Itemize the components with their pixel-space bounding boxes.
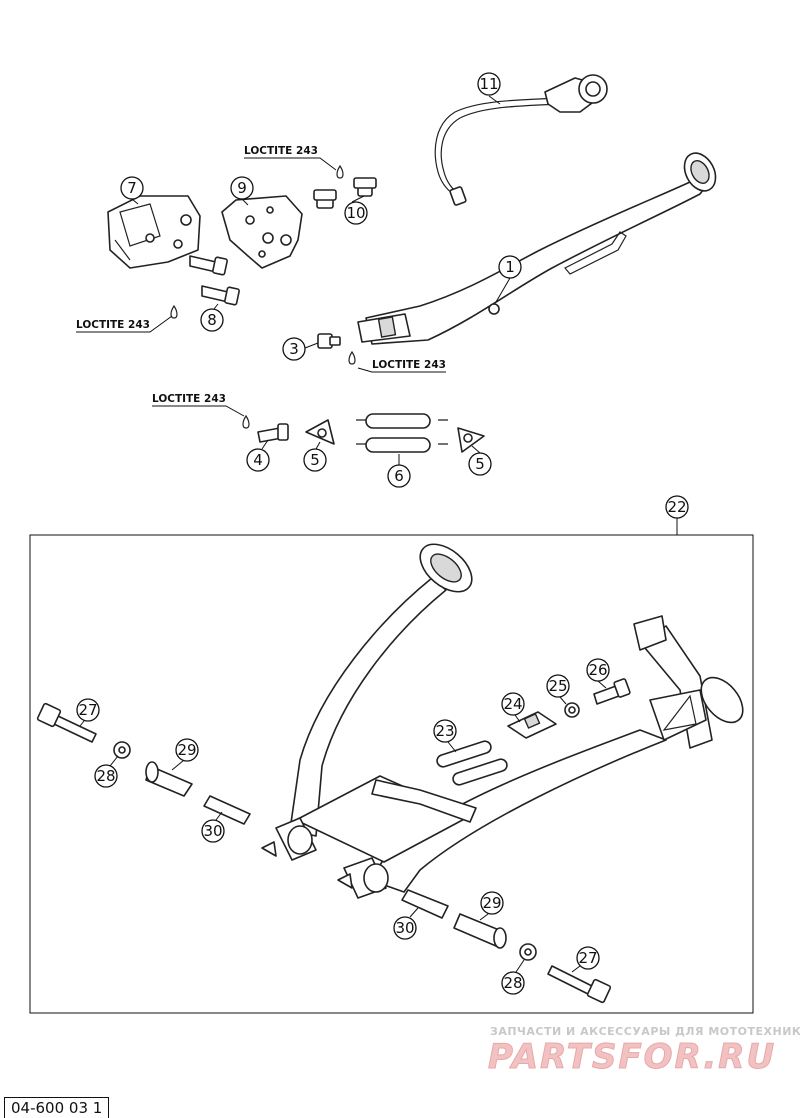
callout-28-right: 28: [501, 959, 525, 995]
svg-text:29: 29: [177, 741, 196, 759]
callout-10: 10: [344, 195, 368, 225]
callout-9: 9: [230, 176, 254, 206]
svg-text:30: 30: [203, 822, 222, 840]
callout-24: 24: [501, 692, 525, 723]
callout-22: 22: [665, 495, 689, 519]
part-3-bolt: [317, 333, 341, 349]
callout-8: 8: [200, 303, 224, 332]
callout-5-right: 5: [468, 445, 492, 476]
loctite-label-8: LOCTITE 243: [76, 319, 150, 331]
part-7-bracket: [107, 195, 201, 269]
loctite-label-4: LOCTITE 243: [152, 393, 226, 405]
part-28-washer-right: [519, 943, 537, 961]
callout-7: 7: [120, 176, 144, 205]
part-27-bolt-left: [36, 702, 97, 743]
callout-29-left: 29: [171, 738, 199, 771]
watermark-brand: PARTSFOR.RU: [488, 1037, 776, 1077]
svg-text:23: 23: [435, 722, 454, 740]
callout-29-right: 29: [479, 891, 504, 921]
svg-text:28: 28: [503, 974, 522, 992]
callout-3: 3: [282, 337, 319, 361]
svg-text:5: 5: [310, 451, 320, 469]
svg-text:25: 25: [548, 677, 567, 695]
svg-text:1: 1: [505, 258, 515, 276]
part-11-sidestand-switch-cable: [434, 74, 608, 206]
svg-text:30: 30: [395, 919, 414, 937]
part-27-bolt-right: [547, 965, 612, 1004]
part-24-clip: [507, 711, 557, 739]
svg-text:4: 4: [253, 451, 263, 469]
part-29-bushing-left: [145, 761, 193, 797]
callout-26: 26: [586, 658, 610, 689]
callout-27-right: 27: [571, 946, 600, 973]
part-29-bushing-right: [453, 913, 507, 949]
part-30-sleeve-left: [203, 795, 251, 825]
watermark-tagline: ЗАПЧАСТИ И АКСЕССУАРЫ ДЛЯ МОТОТЕХНИКИ: [490, 1025, 800, 1038]
part-28-washer-left: [113, 741, 131, 759]
loctite-annotations: LOCTITE 243 LOCTITE 243 LOCTITE 243 LOCT…: [76, 145, 446, 429]
callout-28-left: 28: [94, 755, 119, 788]
svg-text:10: 10: [346, 204, 365, 222]
part-23-springs: [436, 740, 508, 786]
svg-text:3: 3: [289, 340, 299, 358]
part-5-spring-plate-right: [457, 427, 485, 453]
part-10-screws: [313, 177, 377, 209]
callout-30-right: 30: [393, 907, 419, 940]
svg-text:24: 24: [503, 695, 522, 713]
svg-text:9: 9: [237, 179, 247, 197]
callout-4: 4: [246, 439, 270, 472]
svg-text:6: 6: [394, 467, 404, 485]
part-22-center-stand: [261, 543, 744, 899]
svg-text:7: 7: [127, 179, 137, 197]
svg-text:22: 22: [667, 498, 686, 516]
callout-23: 23: [433, 719, 457, 753]
document-code: 04-600 03 1: [4, 1097, 110, 1118]
callout-30-left: 30: [201, 811, 225, 843]
callout-25: 25: [546, 674, 570, 705]
svg-text:29: 29: [482, 894, 501, 912]
part-6-springs: [356, 413, 448, 453]
part-30-sleeve-right: [401, 889, 449, 919]
svg-text:27: 27: [78, 701, 97, 719]
part-26-screw: [593, 678, 631, 705]
part-25-washer: [564, 702, 580, 718]
part-4-bolt: [257, 423, 289, 443]
part-9-mounting-plate: [221, 195, 303, 269]
callout-6: 6: [387, 454, 411, 488]
callout-11: 11: [477, 72, 501, 105]
callout-1: 1: [495, 255, 522, 303]
assembly-22-frame: [29, 534, 754, 1014]
loctite-label-10: LOCTITE 243: [244, 145, 318, 157]
loctite-label-3: LOCTITE 243: [372, 359, 446, 371]
watermark: ЗАПЧАСТИ И АКСЕССУАРЫ ДЛЯ МОТОТЕХНИКИ PA…: [488, 1025, 800, 1078]
svg-text:27: 27: [578, 949, 597, 967]
svg-text:28: 28: [96, 767, 115, 785]
part-8-bolts: [189, 255, 240, 306]
callout-5-left: 5: [303, 441, 327, 472]
part-5-spring-plate-left: [305, 419, 335, 445]
svg-text:26: 26: [588, 661, 607, 679]
callout-27-left: 27: [76, 698, 100, 727]
svg-text:5: 5: [475, 455, 485, 473]
part-1-side-stand: [357, 152, 717, 345]
svg-text:8: 8: [207, 311, 217, 329]
svg-text:11: 11: [479, 75, 498, 93]
